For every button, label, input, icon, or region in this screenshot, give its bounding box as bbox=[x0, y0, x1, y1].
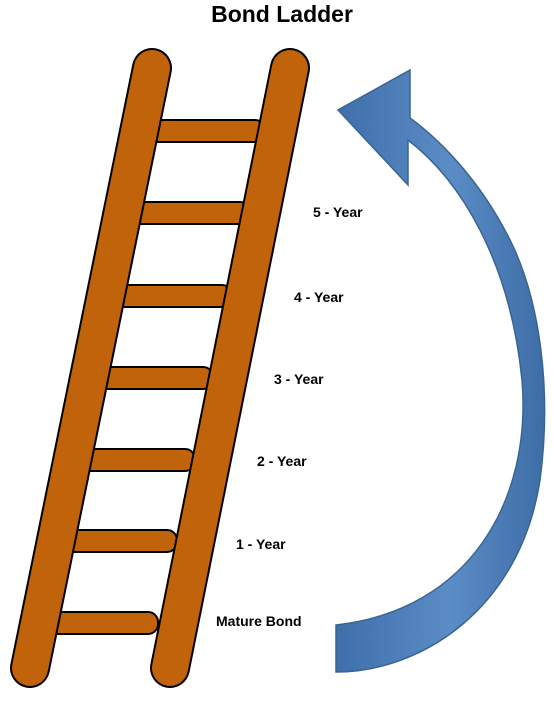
label-mature-bond: Mature Bond bbox=[216, 613, 302, 629]
diagram-title: Bond Ladder bbox=[211, 1, 353, 27]
ladder-rung bbox=[147, 119, 266, 143]
ladder-rails bbox=[10, 48, 310, 688]
label-3-year: 3 - Year bbox=[274, 371, 324, 387]
rung-labels: 5 - Year 4 - Year 3 - Year 2 - Year 1 - … bbox=[216, 204, 363, 629]
label-1-year: 1 - Year bbox=[236, 536, 286, 552]
label-2-year: 2 - Year bbox=[257, 453, 307, 469]
ladder-rail bbox=[152, 50, 308, 686]
ladder-icon bbox=[10, 48, 310, 688]
curved-arrow-icon bbox=[335, 68, 546, 673]
ladder-rung bbox=[93, 366, 214, 390]
ladder-rung bbox=[111, 284, 233, 308]
ladder-rung bbox=[129, 201, 251, 225]
ladder-rail bbox=[12, 50, 170, 686]
label-5-year: 5 - Year bbox=[313, 204, 363, 220]
label-4-year: 4 - Year bbox=[294, 289, 344, 305]
